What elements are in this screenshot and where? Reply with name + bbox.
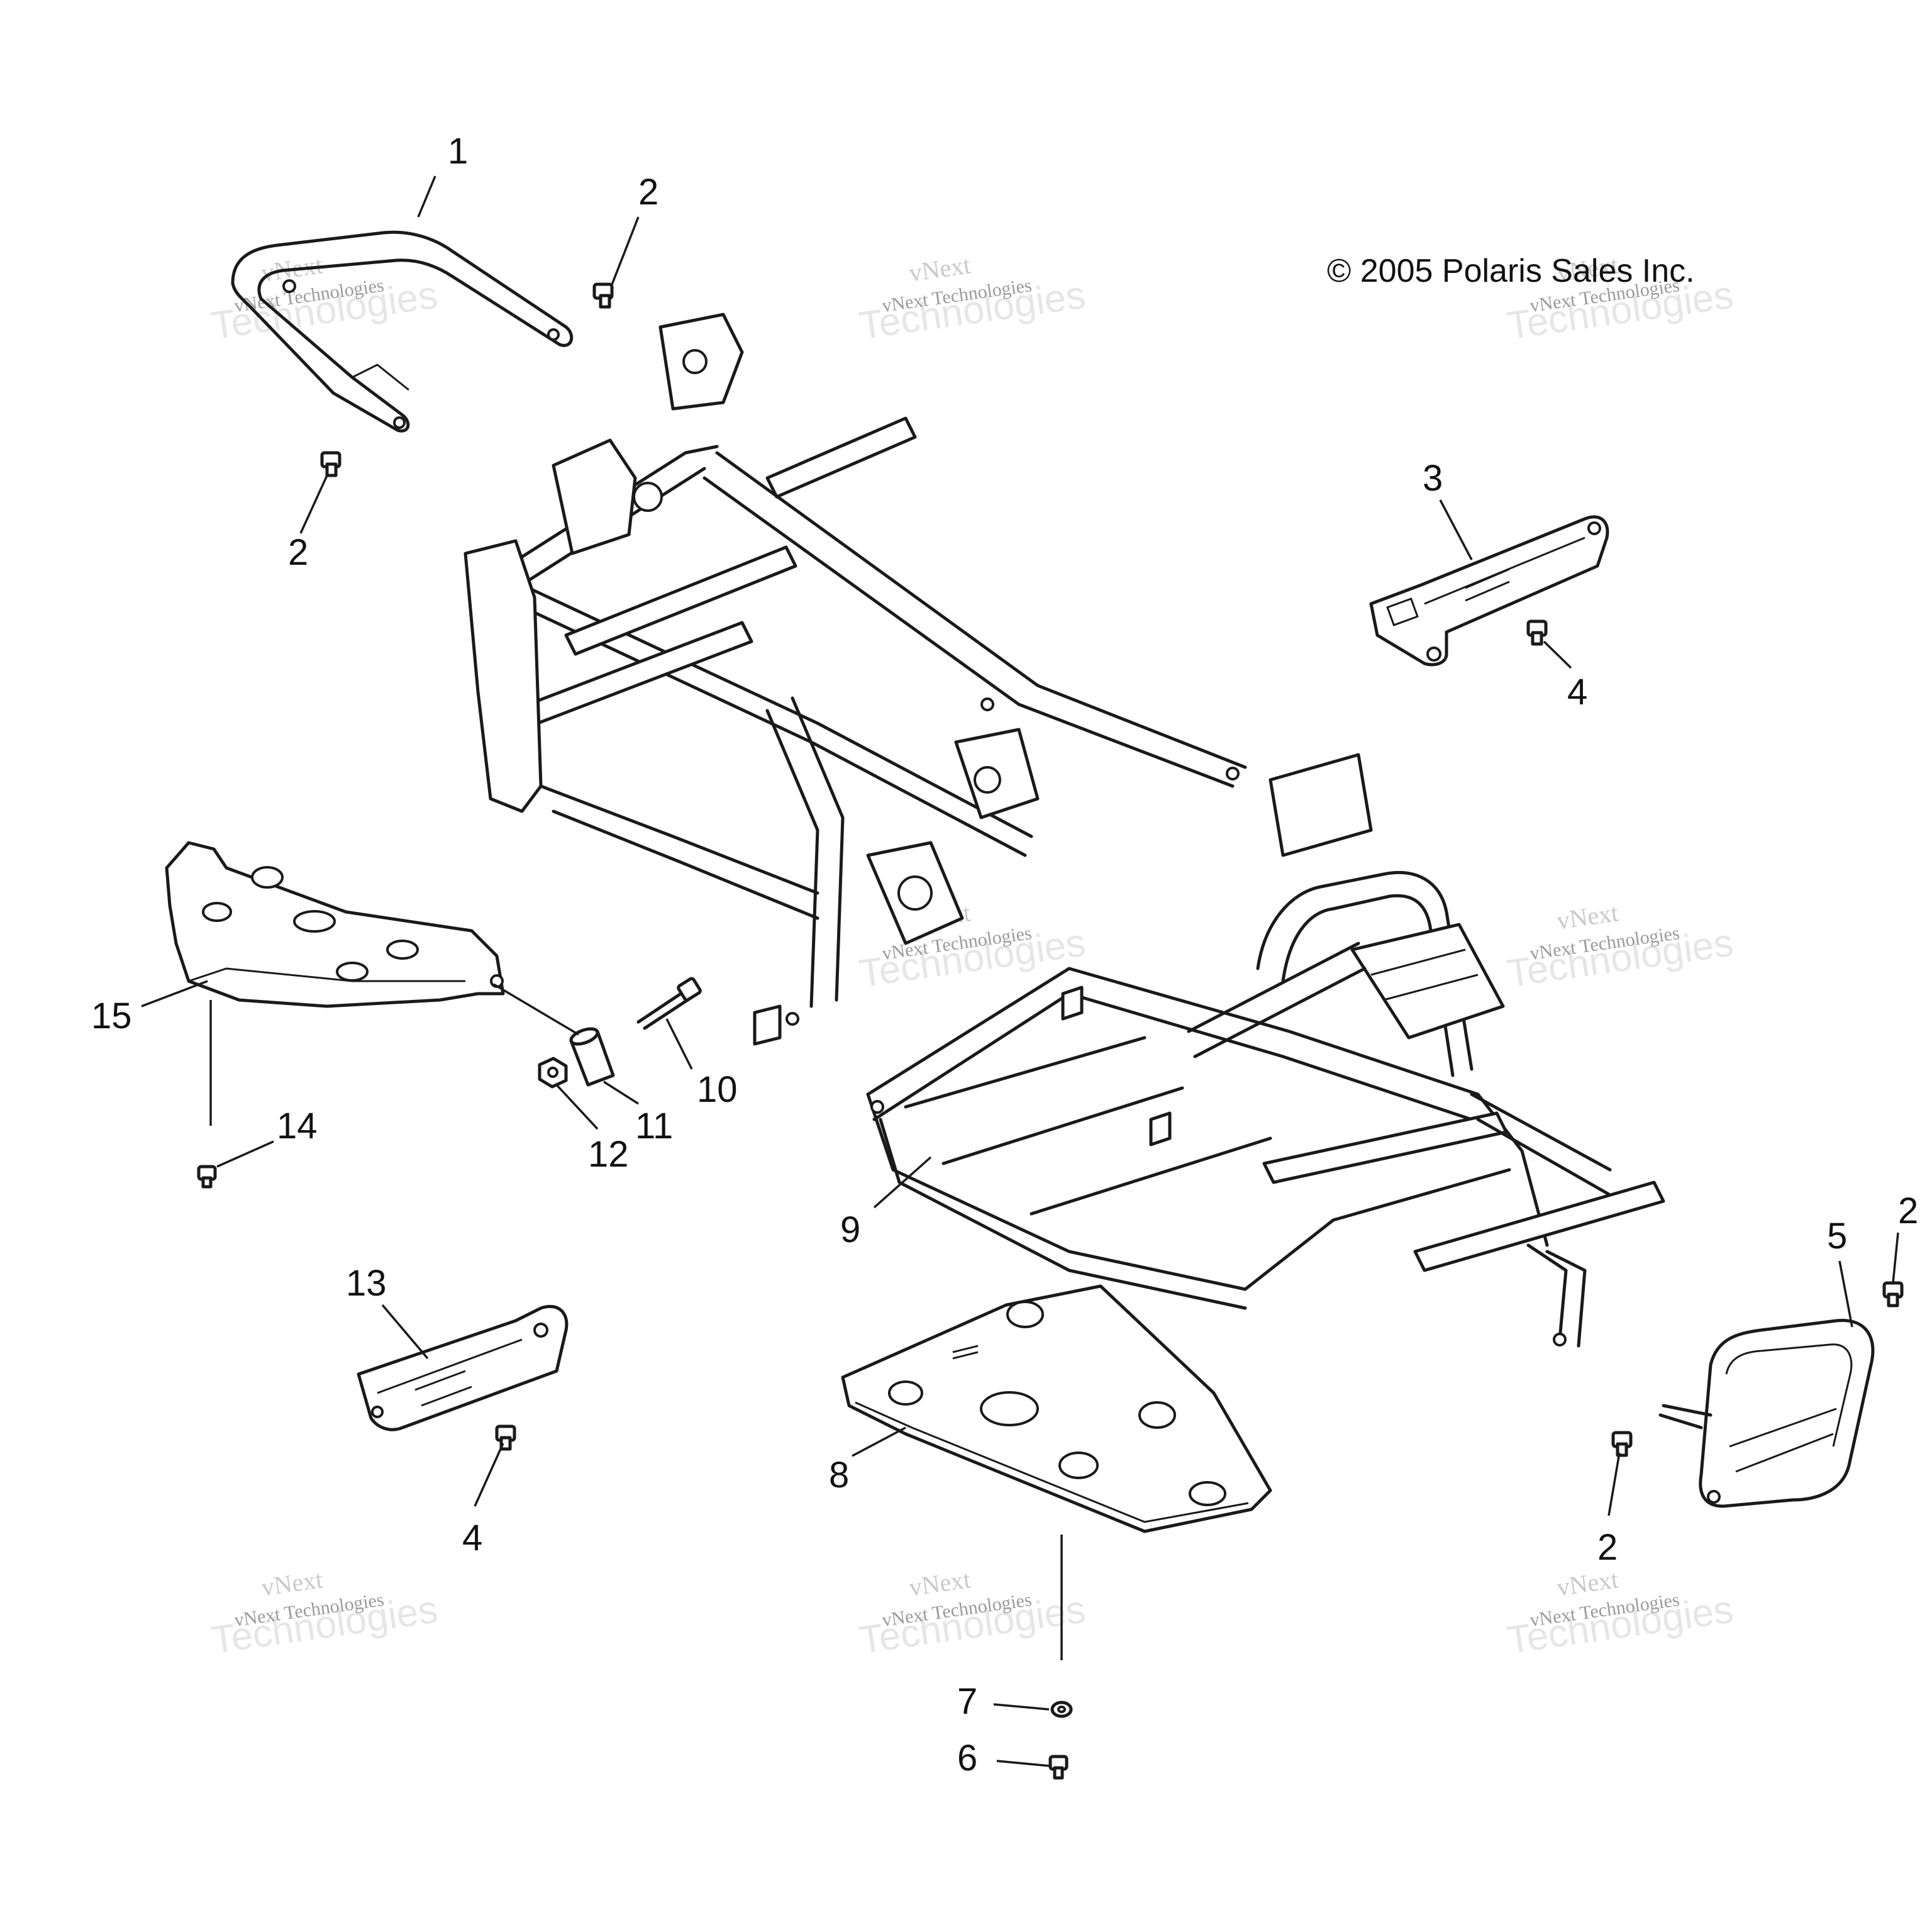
guard-hole: [293, 910, 336, 933]
part-14-fastener[interactable]: [197, 1165, 217, 1189]
callout-9: 9: [840, 1209, 860, 1250]
callout-4-right: 4: [1567, 672, 1587, 713]
leader-line-6: [996, 1760, 1051, 1767]
part-10-long-bolt[interactable]: [636, 977, 702, 1030]
part-2-bolt-lower-right[interactable]: [1611, 1431, 1633, 1457]
mount-hole: [547, 328, 560, 341]
part-5-front-bumper[interactable]: [1658, 1319, 1875, 1508]
part-11-spacer-sleeve[interactable]: [569, 1026, 615, 1087]
watermark-top-right: Technologies vNext vNext Technologies: [1504, 250, 1736, 348]
leader-line-4a: [1543, 640, 1572, 669]
mount-hole: [1707, 1490, 1721, 1504]
callout-13: 13: [346, 1263, 387, 1304]
callout-labels: 1 2 2 2 2 3 4 4 5 6 7 8 9 10 11 12 13 14…: [91, 131, 1918, 1779]
callout-2-right: 2: [1898, 1191, 1918, 1231]
skid-hole: [980, 1391, 1039, 1426]
watermark-top-center: Technologies vNext vNext Technologies: [857, 250, 1088, 348]
leader-line-1: [417, 175, 436, 218]
leader-line-5: [1838, 1260, 1853, 1328]
leader-line-15: [141, 980, 208, 1008]
part-6-bolt[interactable]: [1048, 1755, 1069, 1780]
watermark-bottom-center: Technologies vNext vNext Technologies: [857, 1565, 1088, 1662]
skid-hole: [1058, 1452, 1099, 1479]
guard-hole: [336, 962, 369, 982]
callout-11: 11: [635, 1106, 673, 1146]
part-2-bolt-top[interactable]: [592, 282, 614, 309]
callout-1: 1: [448, 131, 468, 172]
mount-hole: [282, 279, 296, 293]
watermark-text: vNext: [260, 1565, 325, 1601]
leader-line-8: [852, 1426, 906, 1457]
skid-hole: [888, 1380, 923, 1406]
part-7-washer[interactable]: [1050, 1701, 1073, 1718]
mount-hole: [1587, 521, 1601, 535]
part-15-footwell-guard[interactable]: [165, 841, 505, 1008]
leader-line-7: [993, 1703, 1050, 1711]
mount-hole: [533, 1323, 548, 1338]
skid-hole: [1138, 1401, 1176, 1429]
mount-hole: [1426, 647, 1441, 662]
part-9-main-frame[interactable]: [464, 313, 1665, 1348]
leader-line-11: [603, 1080, 639, 1105]
leader-line-3: [1439, 499, 1473, 560]
mount-hole: [393, 416, 406, 429]
callout-15: 15: [91, 996, 132, 1036]
callout-10: 10: [697, 1069, 738, 1110]
callout-3: 3: [1423, 458, 1443, 499]
part-13-bracket[interactable]: [357, 1304, 569, 1431]
watermark-text: vNext: [908, 250, 972, 287]
watermark-text: vNext: [1555, 1565, 1620, 1601]
leader-line-4b: [474, 1443, 504, 1507]
leader-line-14: [216, 1140, 274, 1168]
leader-line-2a: [610, 216, 640, 287]
part-1-rear-rack-bar[interactable]: [231, 230, 574, 433]
part-2-bolt-left[interactable]: [320, 451, 341, 477]
callout-5: 5: [1827, 1216, 1847, 1257]
callout-7: 7: [957, 1681, 977, 1722]
leader-line-2b: [299, 475, 328, 534]
part-4-bolt-left[interactable]: [495, 1424, 516, 1451]
watermark-bottom-left: Technologies vNext vNext Technologies: [209, 1565, 440, 1662]
watermark-top-left: Technologies vNext vNext Technologies: [209, 250, 440, 348]
leader-line-2d: [1607, 1452, 1621, 1516]
leader-lines: [141, 175, 1899, 1767]
callout-2-lower-right: 2: [1597, 1527, 1618, 1568]
leader-line-15-to-frame: [493, 983, 579, 1036]
watermark-mid-right: Technologies vNext vNext Technologies: [1504, 898, 1736, 996]
part-2-bolt-right[interactable]: [1882, 1281, 1904, 1307]
skid-hole: [1006, 1301, 1044, 1328]
guard-hole: [251, 866, 284, 889]
leader-line-10: [665, 1018, 693, 1070]
skid-hole: [1189, 1481, 1226, 1506]
leader-line-12: [555, 1084, 599, 1130]
part-3-mounting-bracket[interactable]: [1369, 515, 1609, 667]
callout-6: 6: [957, 1738, 977, 1779]
callout-14: 14: [277, 1106, 318, 1146]
part-4-bolt-right[interactable]: [1526, 619, 1548, 646]
guard-hole: [386, 940, 419, 960]
guard-hole: [202, 902, 232, 922]
callout-2-top: 2: [638, 172, 658, 213]
callout-2-left: 2: [288, 532, 308, 573]
copyright-notice: © 2005 Polaris Sales Inc.: [1327, 253, 1695, 289]
mount-hole: [371, 1406, 384, 1418]
callout-8: 8: [829, 1455, 849, 1496]
leader-line-9: [873, 1156, 932, 1209]
watermark-text: vNext: [908, 1565, 972, 1601]
part-12-nut[interactable]: [538, 1057, 568, 1089]
callout-4-left: 4: [462, 1518, 482, 1558]
leader-line-13: [381, 1304, 429, 1360]
watermark-text: vNext: [1555, 898, 1620, 935]
part-8-skid-plate[interactable]: [841, 1284, 1272, 1533]
leader-line-2c: [1892, 1232, 1899, 1284]
callout-12: 12: [588, 1134, 629, 1175]
